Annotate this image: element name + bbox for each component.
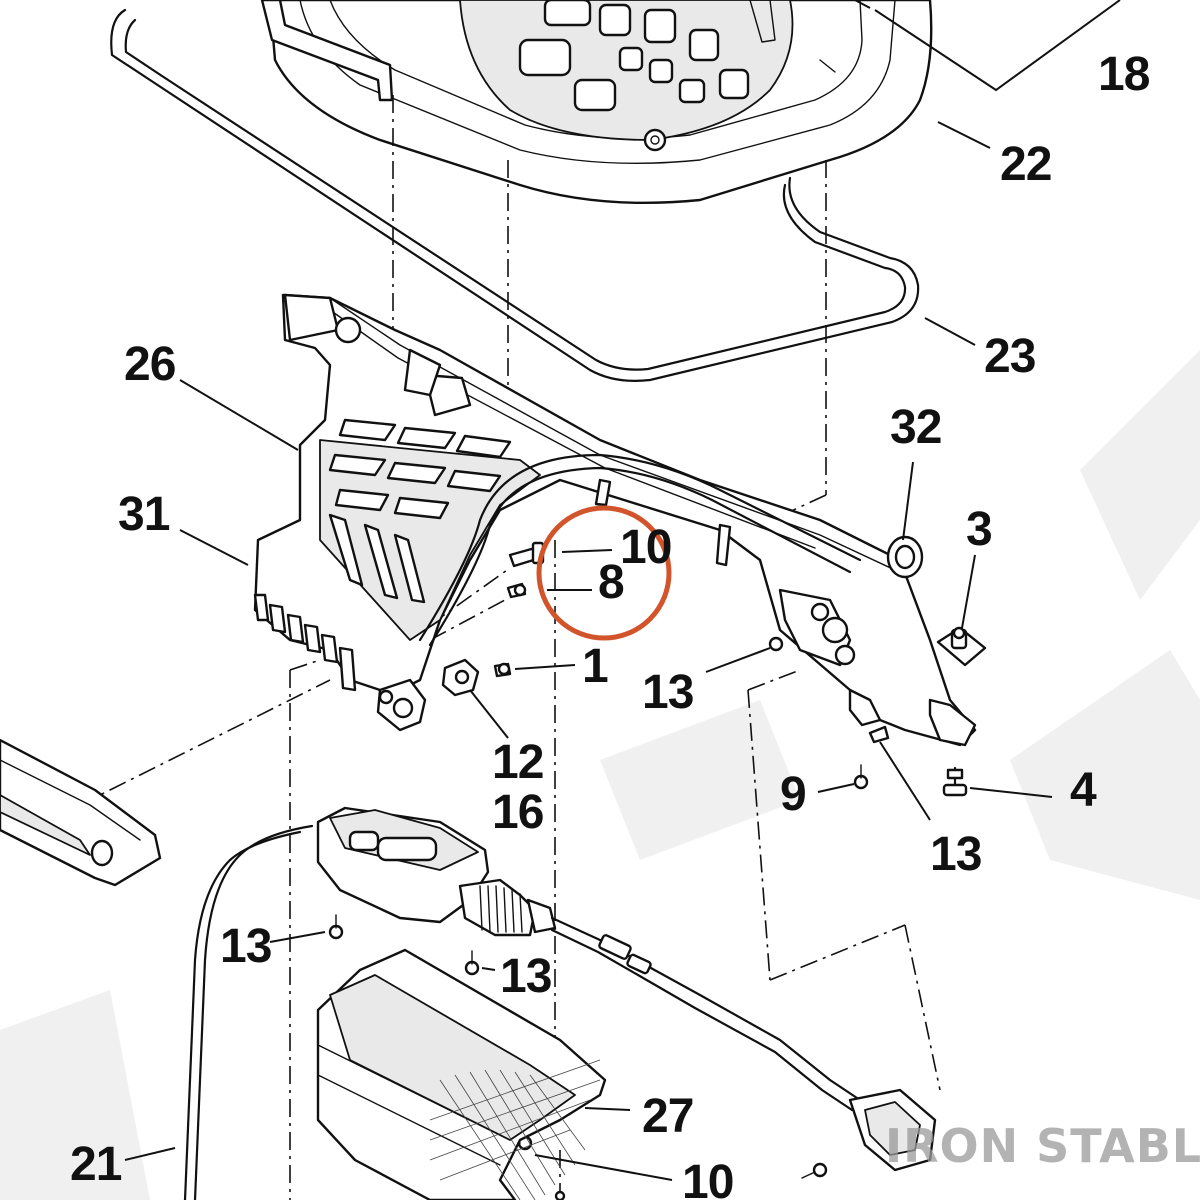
bracket-teeth [253, 593, 357, 692]
housing-grille-openings [518, 0, 750, 152]
cover-hatch [429, 1059, 601, 1200]
callout-18: 18 [1098, 48, 1150, 101]
bracket-grille [328, 418, 512, 604]
washer-part [886, 535, 924, 579]
callout-16: 16 [492, 786, 543, 839]
callout-10-lower: 10 [682, 1156, 733, 1200]
callout-13-lower-right: 13 [930, 828, 981, 881]
callout-23: 23 [984, 330, 1035, 383]
main-mounting-bracket-part [253, 293, 977, 747]
callout-27: 27 [642, 1090, 693, 1143]
callout-13-left: 13 [220, 920, 271, 973]
actuator-motor-part [183, 806, 937, 1200]
top-housing-part [260, 0, 933, 205]
callout-9: 9 [780, 768, 806, 821]
motor-coil [479, 885, 523, 933]
watermark-text: IRON STABLE [885, 1119, 1200, 1173]
gasket-seal-part [110, 8, 920, 382]
callout-1: 1 [582, 640, 608, 693]
background-watermark-logo [0, 350, 1200, 1200]
callout-3: 3 [966, 503, 992, 556]
callout-21: 21 [70, 1138, 122, 1191]
callout-32: 32 [890, 401, 941, 454]
callout-22: 22 [1000, 138, 1051, 191]
assembly-centerlines [79, 95, 941, 1200]
leader-18 [874, 0, 1121, 92]
callout-13-upper-right: 13 [642, 666, 693, 719]
callout-13-center: 13 [500, 950, 551, 1003]
callout-10-upper: 10 [620, 521, 671, 574]
callout-4: 4 [1070, 764, 1097, 817]
left-rail-part [0, 738, 162, 887]
curved-cover-part [316, 948, 607, 1200]
bracket-cable [418, 453, 862, 642]
callout-12: 12 [492, 736, 543, 789]
gasket-seal-inner-edge [124, 18, 907, 371]
callout-26: 26 [124, 338, 175, 391]
bracket-cable-2 [428, 466, 852, 647]
clip-nut-part [936, 626, 987, 667]
highlight-ring [536, 505, 672, 641]
callout-labels: 18 22 23 26 32 31 3 10 8 1 13 12 16 9 4 … [70, 48, 1151, 1200]
leader-lines [124, 121, 1053, 1181]
callout-31: 31 [118, 488, 170, 541]
callout-8: 8 [598, 556, 624, 609]
